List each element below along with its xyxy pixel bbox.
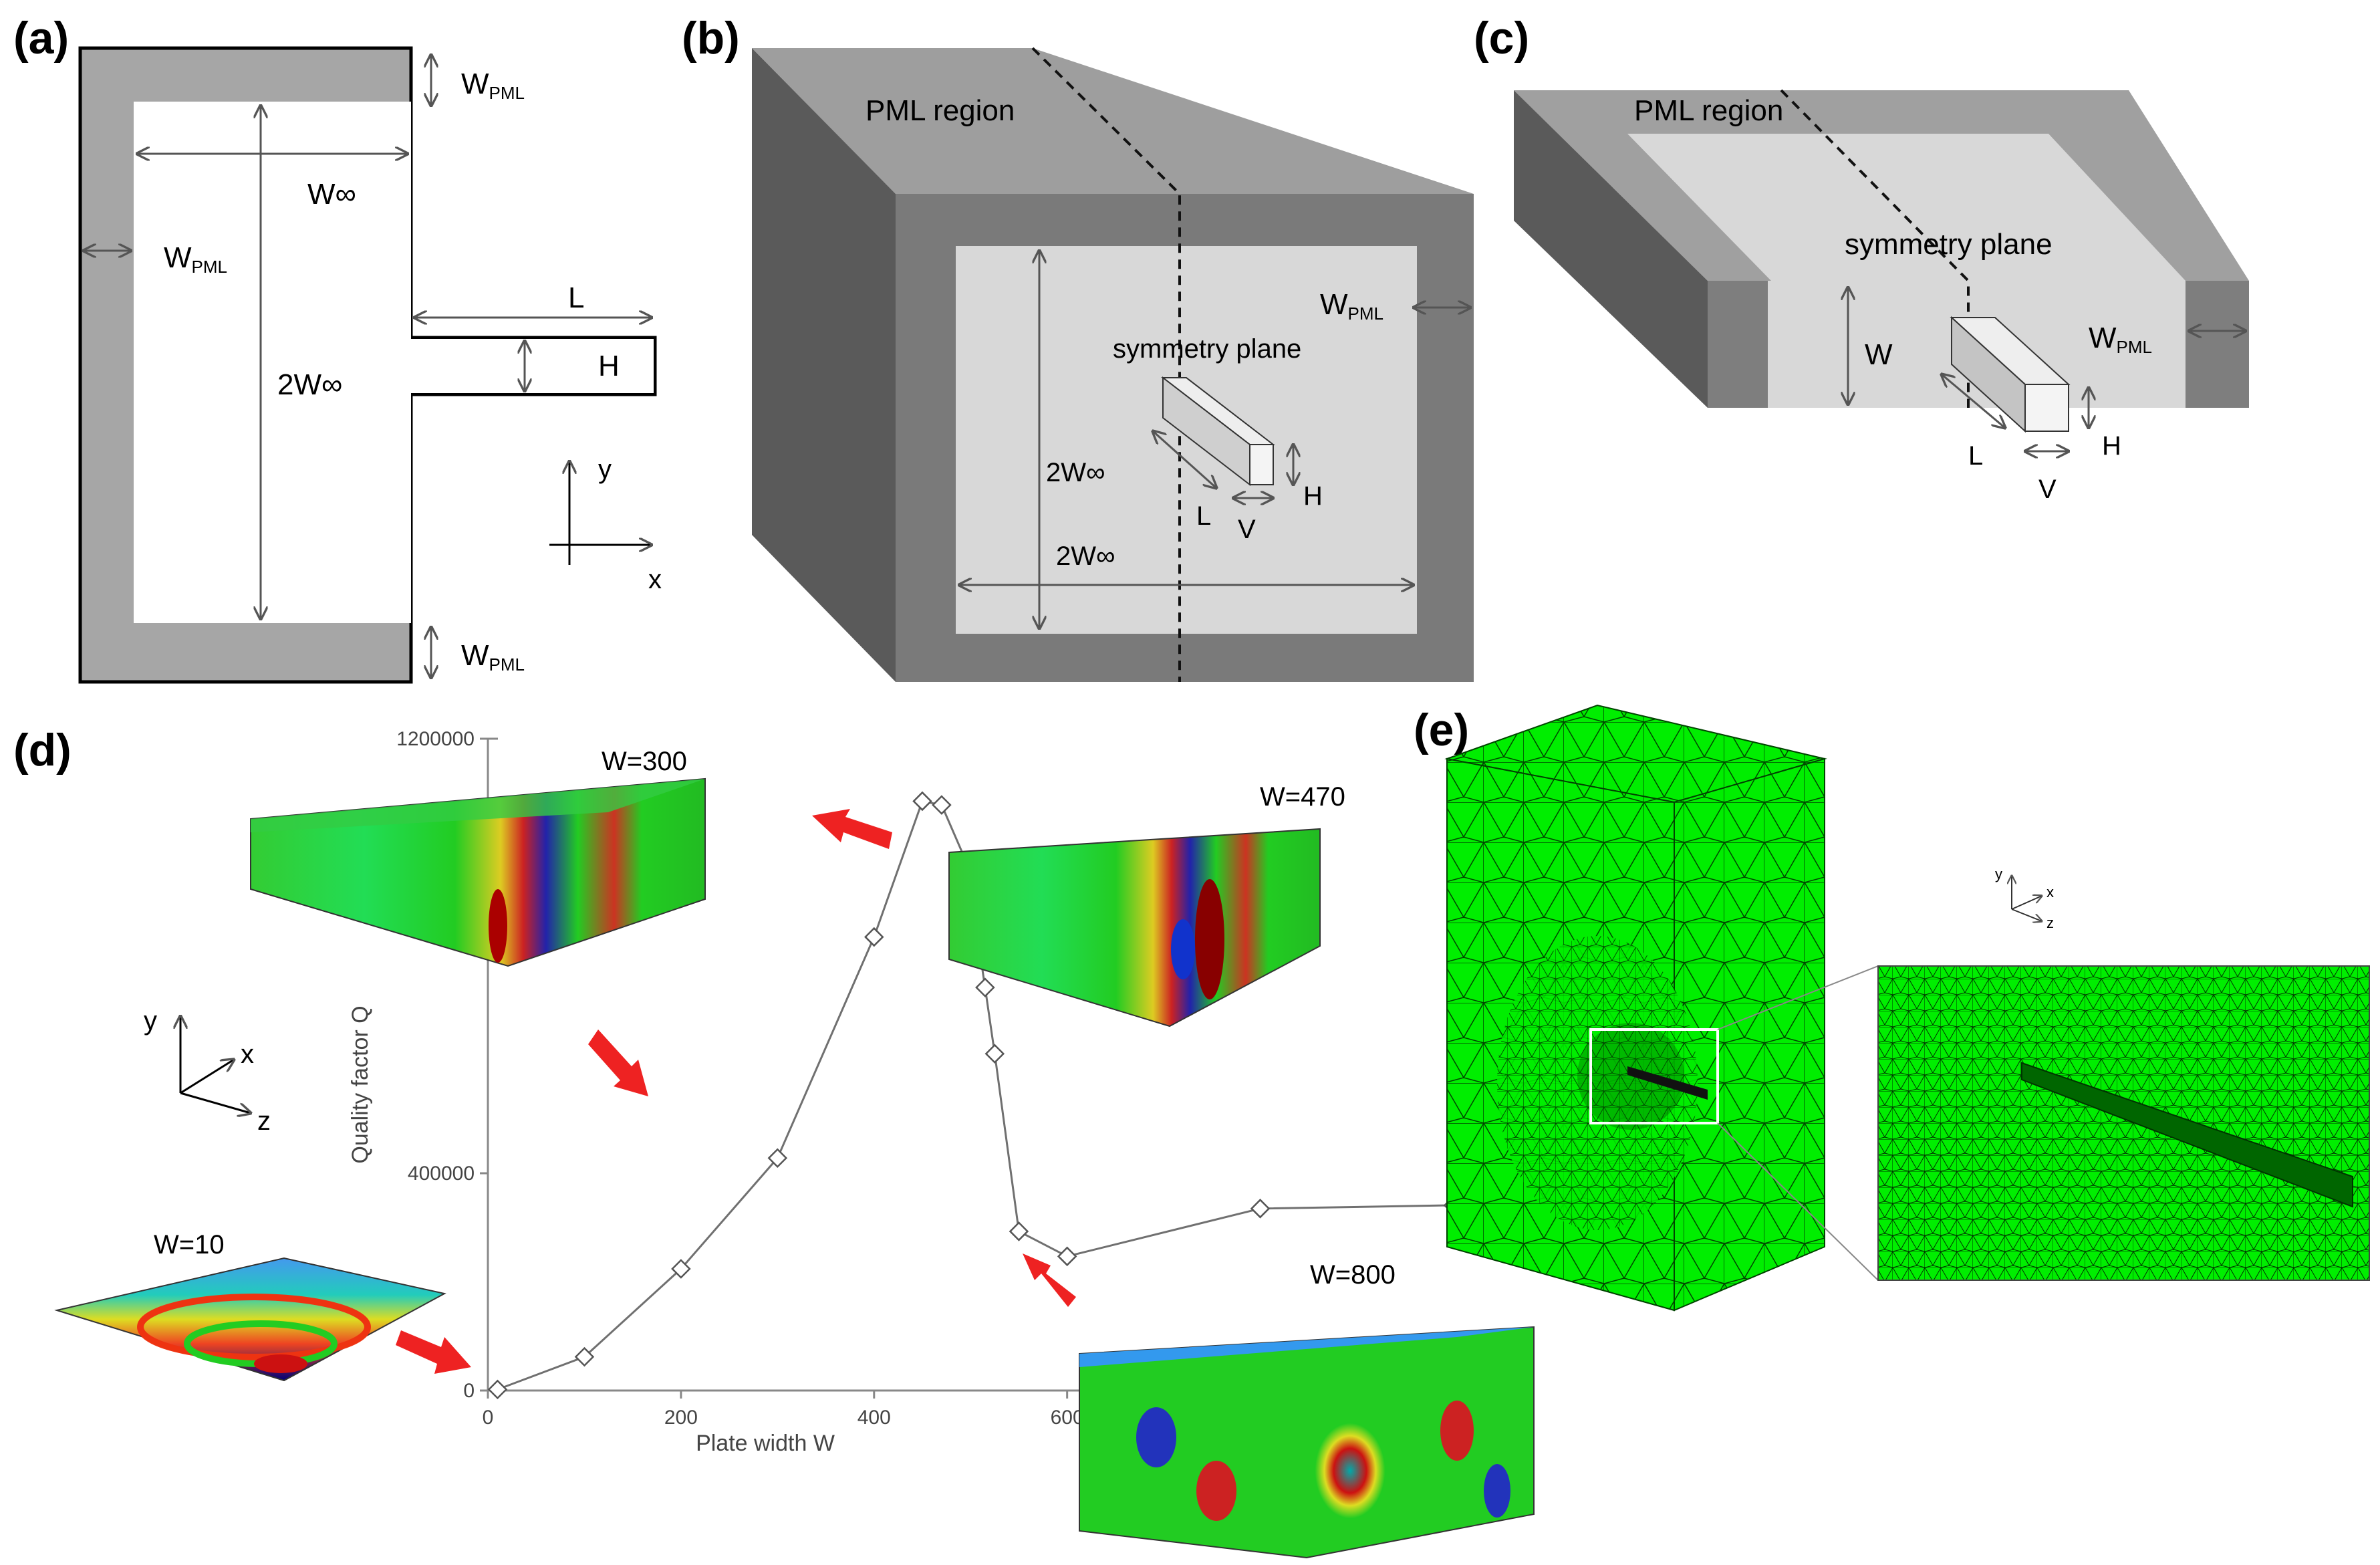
data-point [671, 1259, 691, 1279]
label-H-b: H [1303, 481, 1323, 511]
axis-y-label-e: y [1995, 866, 2002, 882]
axes-triad-e: y x z [1995, 866, 2054, 931]
label-w-pml-b: WPML [1320, 288, 1383, 324]
interior-region [134, 102, 411, 623]
symmetry-plane-label-c: symmetry plane [1845, 228, 2053, 261]
label-L-b: L [1196, 501, 1211, 531]
label-H: H [598, 350, 620, 382]
symmetry-plane-label-b: symmetry plane [1113, 334, 1301, 364]
zoom-box [1589, 1028, 1719, 1124]
data-point [864, 927, 884, 947]
data-point [767, 1148, 788, 1169]
box-top-face [752, 48, 1474, 194]
slab-side-face [1514, 90, 1708, 408]
red-arrow-3 [1023, 1253, 1076, 1307]
data-point [912, 791, 932, 812]
cantilever-beam [411, 339, 654, 393]
data-point [1057, 1246, 1077, 1267]
axis-y-label-a: y [598, 455, 612, 484]
label-w-pml-top: WPML [461, 68, 525, 103]
label-two-w-inf: 2W∞ [277, 368, 342, 401]
x-tick-label: 0 [483, 1407, 494, 1429]
data-point [932, 795, 952, 815]
label-two-w-inf-v: 2W∞ [1046, 458, 1105, 487]
mesh-zoom-panel [1877, 965, 2370, 1281]
inset-w470: W=470 [948, 782, 1345, 1028]
panel-b-letter: (b) [682, 13, 740, 64]
panel-d: (d) 020040060080004000001200000Plate wid… [13, 725, 1535, 1559]
inset-w800: W=800 [1079, 1260, 1535, 1559]
x-axis-label: Plate width W [696, 1431, 835, 1456]
axis-y-label-d: y [144, 1006, 157, 1036]
axis-x-label-d: x [241, 1040, 254, 1069]
axis-z-label-d: z [257, 1106, 271, 1136]
data-point [984, 1044, 1005, 1064]
panel-a: (a) WPML WPML WPML W∞ 2W∞ L H y x [13, 13, 662, 684]
axis-z-label-e: z [2046, 915, 2054, 931]
panel-e: (e) y x z [1414, 704, 2370, 1312]
inset-w10: W=10 [54, 1230, 446, 1382]
label-W-c: W [1865, 338, 1893, 371]
red-arrow-1 [812, 809, 892, 849]
axes-triad-d: y x z [144, 1006, 271, 1136]
data-point [487, 1379, 508, 1400]
axis-x-label-a: x [648, 565, 662, 594]
y-tick-label: 0 [463, 1380, 475, 1402]
panel-c-letter: (c) [1474, 13, 1529, 64]
pml-region-label-c: PML region [1634, 94, 1783, 127]
inset-w300: W=300 [250, 747, 706, 967]
slab-top-interior [1627, 134, 2186, 281]
quality-factor-chart: 020040060080004000001200000Plate width W… [348, 728, 1464, 1456]
label-w-pml-c: WPML [2089, 322, 2152, 357]
data-point [975, 977, 995, 997]
label-two-w-inf-h: 2W∞ [1056, 541, 1115, 571]
label-H-c: H [2102, 431, 2121, 461]
red-arrows [396, 809, 1076, 1374]
x-tick-label: 200 [664, 1407, 698, 1429]
label-w-pml-mid: WPML [164, 241, 227, 277]
panel-e-letter: (e) [1414, 705, 1469, 755]
panel-d-letter: (d) [13, 725, 72, 775]
symmetry-plane-line-c [1780, 89, 1970, 408]
label-w-pml-bottom: WPML [461, 639, 525, 675]
label-w-inf: W∞ [307, 178, 356, 211]
y-tick-label: 1200000 [396, 728, 475, 750]
inset-label-w470: W=470 [1260, 782, 1345, 812]
panel-b: (b) PML region WPML symmetry plane 2W∞ 2… [682, 13, 1474, 682]
y-axis-label: Quality factor Q [348, 1005, 373, 1163]
data-point [574, 1346, 595, 1367]
x-tick-label: 600 [1051, 1407, 1084, 1429]
inset-label-w800: W=800 [1310, 1260, 1396, 1290]
data-point [1250, 1199, 1271, 1219]
data-point [1009, 1221, 1029, 1241]
panel-a-letter: (a) [13, 13, 69, 64]
label-L-c: L [1968, 441, 1983, 471]
panel-c: (c) PML region symmetry plane W WPML L V… [1474, 13, 2249, 504]
inset-label-w10: W=10 [154, 1230, 225, 1259]
label-V-b: V [1238, 515, 1256, 544]
label-L: L [568, 281, 584, 314]
pml-region-label-b: PML region [866, 94, 1015, 127]
red-arrow-2 [588, 1030, 648, 1096]
inset-label-w300: W=300 [602, 747, 687, 776]
box-side-face [752, 48, 896, 682]
red-arrow-4 [396, 1330, 471, 1374]
x-tick-label: 400 [857, 1407, 891, 1429]
y-tick-label: 400000 [408, 1163, 475, 1185]
label-V-c: V [2038, 475, 2057, 504]
symmetry-plane-line [1031, 47, 1181, 682]
axis-x-label-e: x [2046, 884, 2054, 900]
mesh-side-face [1674, 757, 1825, 1312]
